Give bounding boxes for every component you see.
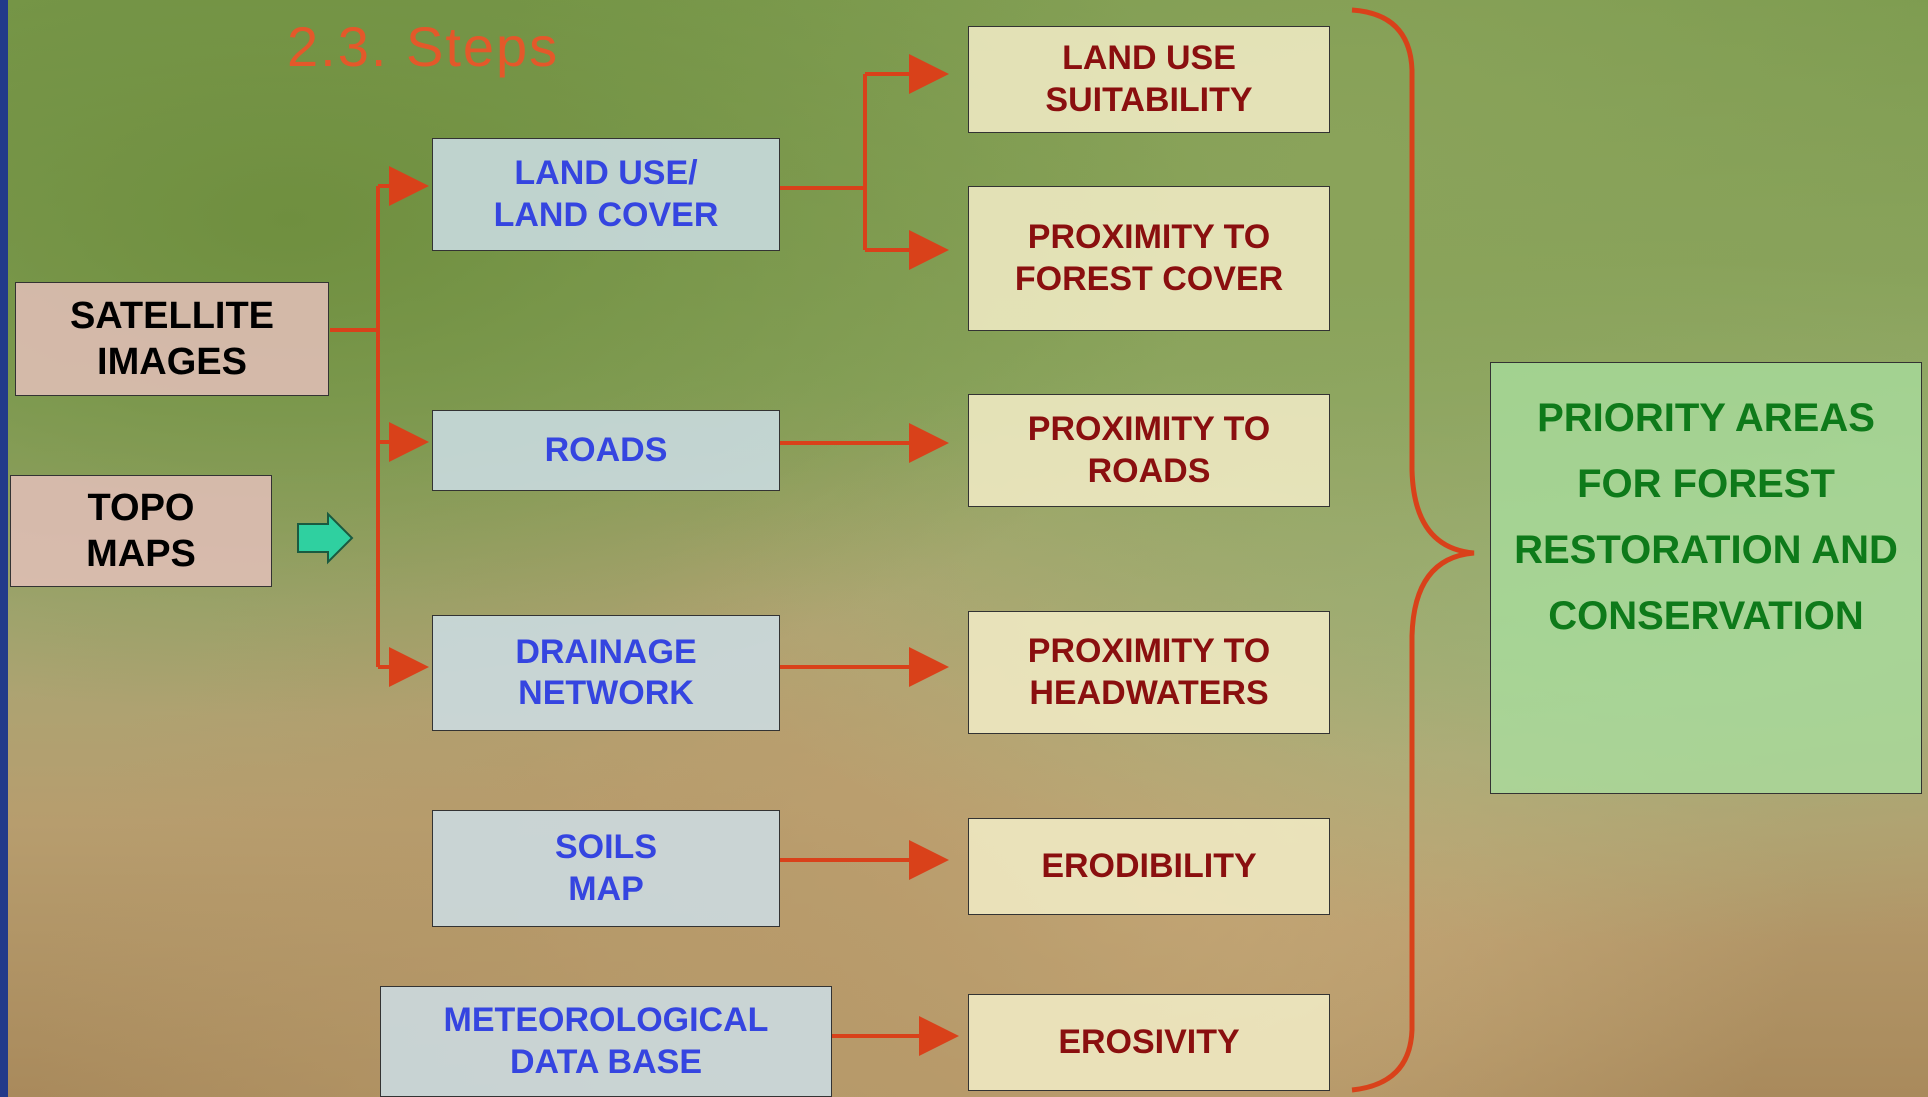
forest-cover-proximity-box: PROXIMITY TO FOREST COVER [968, 186, 1330, 331]
erodibility-label: ERODIBILITY [1041, 846, 1257, 885]
priority-areas-box: PRIORITY AREAS FOR FOREST RESTORATION AN… [1490, 362, 1922, 794]
land-use-suitability-label: LAND USE SUITABILITY [1045, 39, 1253, 119]
satellite-images-label: SATELLITE IMAGES [69, 294, 275, 383]
soils-map-box: SOILS MAP [432, 810, 780, 927]
roads-proximity-label: PROXIMITY TO ROADS [1027, 410, 1271, 490]
erosivity-box: EROSIVITY [968, 994, 1330, 1091]
drainage-network-box: DRAINAGE NETWORK [432, 615, 780, 731]
topo-arrow-icon [297, 511, 354, 565]
forest-cover-proximity-label: PROXIMITY TO FOREST COVER [1014, 218, 1284, 298]
priority-areas-label: PRIORITY AREAS FOR FOREST RESTORATION AN… [1514, 396, 1898, 638]
grouping-brace [1351, 7, 1475, 1093]
erodibility-box: ERODIBILITY [968, 818, 1330, 915]
topo-maps-box: TOPO MAPS [10, 475, 272, 587]
roads-label: ROADS [544, 430, 668, 469]
soils-map-label: SOILS MAP [554, 828, 658, 908]
drainage-network-label: DRAINAGE NETWORK [515, 632, 697, 712]
land-use-cover-box: LAND USE/ LAND COVER [432, 138, 780, 251]
land-use-cover-label: LAND USE/ LAND COVER [493, 154, 719, 234]
satellite-images-box: SATELLITE IMAGES [15, 282, 329, 396]
headwaters-proximity-label: PROXIMITY TO HEADWATERS [1027, 632, 1271, 712]
slide-title: 2.3. Steps [287, 15, 560, 78]
land-use-suitability-box: LAND USE SUITABILITY [968, 26, 1330, 133]
erosivity-label: EROSIVITY [1058, 1022, 1240, 1061]
roads-proximity-box: PROXIMITY TO ROADS [968, 394, 1330, 507]
slide-edge [0, 0, 8, 1097]
topo-maps-label: TOPO MAPS [86, 486, 196, 575]
meteorological-database-label: METEOROLOGICAL DATA BASE [443, 1001, 769, 1081]
meteorological-database-box: METEOROLOGICAL DATA BASE [380, 986, 832, 1097]
headwaters-proximity-box: PROXIMITY TO HEADWATERS [968, 611, 1330, 734]
roads-box: ROADS [432, 410, 780, 491]
